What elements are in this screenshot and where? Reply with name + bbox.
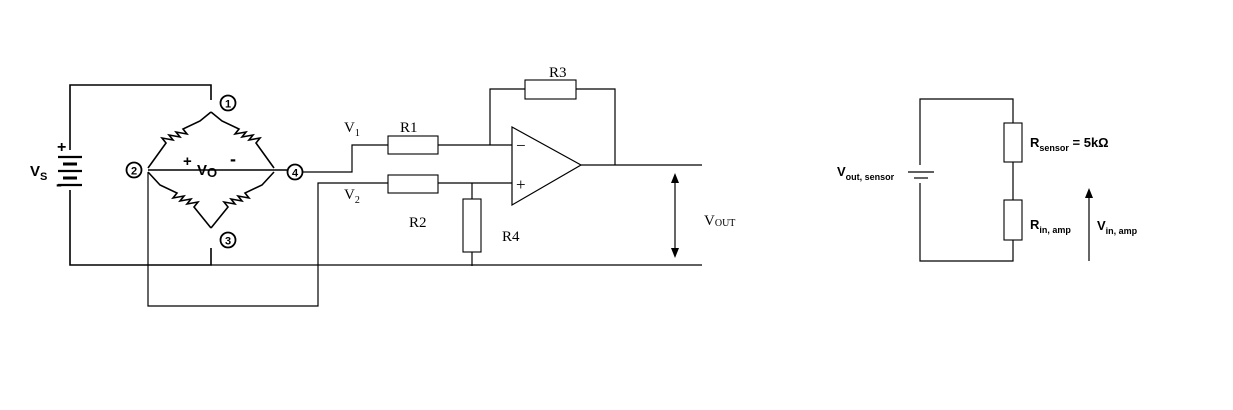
v1-label: V1 bbox=[344, 120, 360, 139]
vo-minus-sign: - bbox=[230, 149, 236, 169]
v2-label: V2 bbox=[344, 187, 360, 206]
op-amp-triangle bbox=[511, 125, 583, 207]
r-in-amp-label: Rin, amp bbox=[1030, 217, 1071, 235]
eq-wire-bottom bbox=[919, 183, 1014, 262]
eq-wire-top bbox=[919, 98, 1014, 165]
battery-minus-sign: - bbox=[56, 174, 62, 194]
resistor-r1 bbox=[387, 135, 439, 155]
vout-label: VOUT bbox=[704, 213, 735, 229]
vo-label: VO bbox=[197, 162, 217, 180]
bridge-resistor-1-4 bbox=[210, 111, 275, 169]
resistor-r2 bbox=[387, 174, 439, 194]
v-out-sensor-label: Vout, sensor bbox=[837, 164, 895, 182]
wire-feedback-right bbox=[576, 88, 616, 165]
op-amp-inverting-sign: − bbox=[516, 136, 526, 155]
vo-plus-sign: + bbox=[183, 153, 192, 170]
battery-plus-sign: + bbox=[57, 139, 66, 156]
resistor-r3 bbox=[524, 79, 577, 100]
bridge-circuit: + - VS + VO - 1 2 3 4 bbox=[30, 84, 304, 266]
node-2-marker: 2 bbox=[125, 161, 143, 179]
wire-source-top bbox=[69, 84, 212, 150]
resistor-r4 bbox=[462, 198, 482, 253]
v-in-amp-label: Vin, amp bbox=[1097, 218, 1138, 236]
node-4-marker: 4 bbox=[286, 163, 304, 181]
wire-source-bottom bbox=[69, 190, 212, 266]
source-label: VS bbox=[30, 163, 47, 183]
r-sensor-label: Rsensor = 5kΩ bbox=[1030, 135, 1109, 153]
resistor-r-sensor bbox=[1003, 122, 1023, 163]
bridge-resistor-4-3 bbox=[210, 171, 275, 229]
wire-feedback-left bbox=[489, 88, 525, 145]
node-3-label: 3 bbox=[225, 236, 231, 248]
wire-v2 bbox=[147, 172, 388, 307]
node-2-label: 2 bbox=[131, 166, 137, 178]
equivalent-circuit: Vout, sensor Rsensor = 5kΩ Rin, amp Vin,… bbox=[837, 98, 1138, 262]
op-amp-noninverting-sign: + bbox=[516, 175, 526, 194]
resistor-r-in-amp bbox=[1003, 199, 1023, 241]
wire-v1 bbox=[303, 144, 388, 173]
r3-label: R3 bbox=[549, 65, 567, 81]
battery-symbol bbox=[58, 155, 82, 187]
bridge-resistor-1-2 bbox=[147, 111, 212, 169]
amplifier-circuit: − + V1 V2 R1 R2 R3 R4 VOUT bbox=[147, 65, 735, 307]
r2-label: R2 bbox=[409, 215, 427, 231]
node-1-marker: 1 bbox=[219, 94, 237, 112]
bridge-resistor-2-3 bbox=[147, 171, 212, 229]
r1-label: R1 bbox=[400, 120, 418, 136]
r4-label: R4 bbox=[502, 229, 520, 245]
node-4-label: 4 bbox=[292, 168, 299, 180]
node-1-label: 1 bbox=[225, 99, 231, 111]
node-3-marker: 3 bbox=[219, 231, 237, 249]
